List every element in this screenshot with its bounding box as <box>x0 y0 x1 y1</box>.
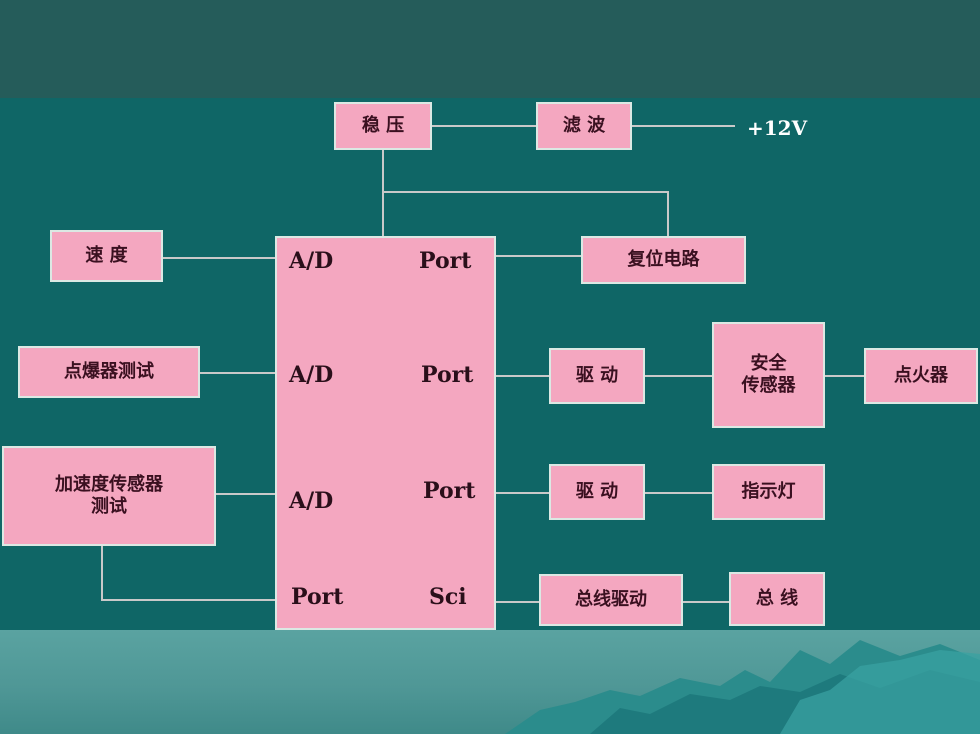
bus-driver-label: 总线驱动 <box>575 588 647 610</box>
mcu-pin-ad-3: A/D <box>289 488 334 514</box>
mountain-decoration <box>505 640 980 734</box>
mcu-pin-port-left: Port <box>291 584 344 610</box>
mcu-pin-ad-1: A/D <box>289 248 334 274</box>
accel-test-label-line1: 加速度传感器 <box>55 473 163 495</box>
bus-label: 总 线 <box>755 587 799 609</box>
bus-block: 总 线 <box>729 572 825 626</box>
indicator-light-label: 指示灯 <box>741 480 796 502</box>
driver-label-1: 驱 动 <box>575 364 619 386</box>
mcu-pin-port-1: Port <box>419 248 472 274</box>
supply-voltage-label: +12V <box>747 116 808 140</box>
filter-label: 滤 波 <box>562 114 606 136</box>
regulator-block: 稳 压 <box>334 102 432 150</box>
detonator-test-label: 点爆器测试 <box>64 360 154 382</box>
filter-block: 滤 波 <box>536 102 632 150</box>
bottom-band <box>0 630 980 734</box>
driver-block-1: 驱 动 <box>549 348 645 404</box>
wire-reset-feed <box>383 191 669 236</box>
mcu-pin-port-3: Port <box>423 478 476 504</box>
regulator-label: 稳 压 <box>361 114 405 136</box>
igniter-label: 点火器 <box>894 364 948 386</box>
driver-label-2: 驱 动 <box>575 480 619 502</box>
igniter-block: 点火器 <box>864 348 978 404</box>
reset-circuit-block: 复位电路 <box>581 236 746 284</box>
safety-sensor-block: 安全 传感器 <box>712 322 825 428</box>
mcu-block: A/D A/D A/D Port Port Port Port Sci <box>275 236 496 630</box>
mcu-pin-ad-2: A/D <box>289 362 334 388</box>
reset-circuit-label: 复位电路 <box>627 248 700 270</box>
mcu-pin-port-2: Port <box>421 362 474 388</box>
indicator-light-block: 指示灯 <box>712 464 825 520</box>
detonator-test-block: 点爆器测试 <box>18 346 200 398</box>
mcu-pin-sci: Sci <box>429 584 467 610</box>
speed-label: 速 度 <box>85 244 128 266</box>
wire-accel-port <box>101 546 275 601</box>
speed-block: 速 度 <box>50 230 163 282</box>
driver-block-2: 驱 动 <box>549 464 645 520</box>
safety-sensor-label-line1: 安全 <box>750 352 787 374</box>
accel-sensor-test-block: 加速度传感器 测试 <box>2 446 216 546</box>
safety-sensor-label-line2: 传感器 <box>741 375 796 396</box>
top-band <box>0 0 980 98</box>
accel-test-label-line2: 测试 <box>91 496 127 517</box>
bus-driver-block: 总线驱动 <box>539 574 683 626</box>
